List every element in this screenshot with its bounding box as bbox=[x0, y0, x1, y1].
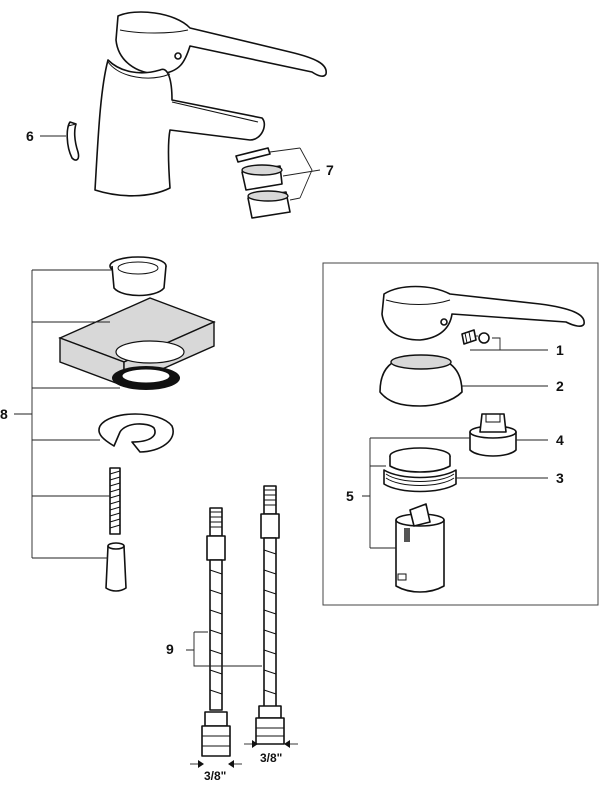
dimension-left-hose: 3/8" bbox=[204, 769, 226, 783]
bonnet-part-3 bbox=[383, 447, 548, 493]
callout-1: 1 bbox=[556, 342, 564, 358]
callout-9: 9 bbox=[166, 641, 174, 657]
callout-3: 3 bbox=[556, 470, 564, 486]
callout-2: 2 bbox=[556, 378, 564, 394]
callout-4: 4 bbox=[556, 432, 564, 448]
callout-5-bracket bbox=[362, 437, 470, 549]
handle-part-1 bbox=[381, 285, 585, 351]
callout-5: 5 bbox=[346, 488, 354, 504]
pin-part-6 bbox=[40, 121, 80, 161]
callout-7: 7 bbox=[326, 162, 334, 178]
faucet-body bbox=[94, 11, 327, 197]
cartridge-body bbox=[395, 503, 445, 593]
dimension-right-hose: 3/8" bbox=[260, 751, 282, 765]
adapter-part-4 bbox=[469, 413, 548, 457]
cartridge-assembly-panel bbox=[322, 262, 599, 606]
cap-part-2 bbox=[379, 354, 548, 407]
hoses-part-9 bbox=[186, 485, 285, 757]
aerator-part-7 bbox=[235, 147, 321, 219]
dimension-arrows bbox=[190, 740, 298, 768]
mounting-kit-part-8 bbox=[14, 256, 216, 592]
callout-6: 6 bbox=[26, 128, 34, 144]
callout-8: 8 bbox=[0, 406, 8, 422]
